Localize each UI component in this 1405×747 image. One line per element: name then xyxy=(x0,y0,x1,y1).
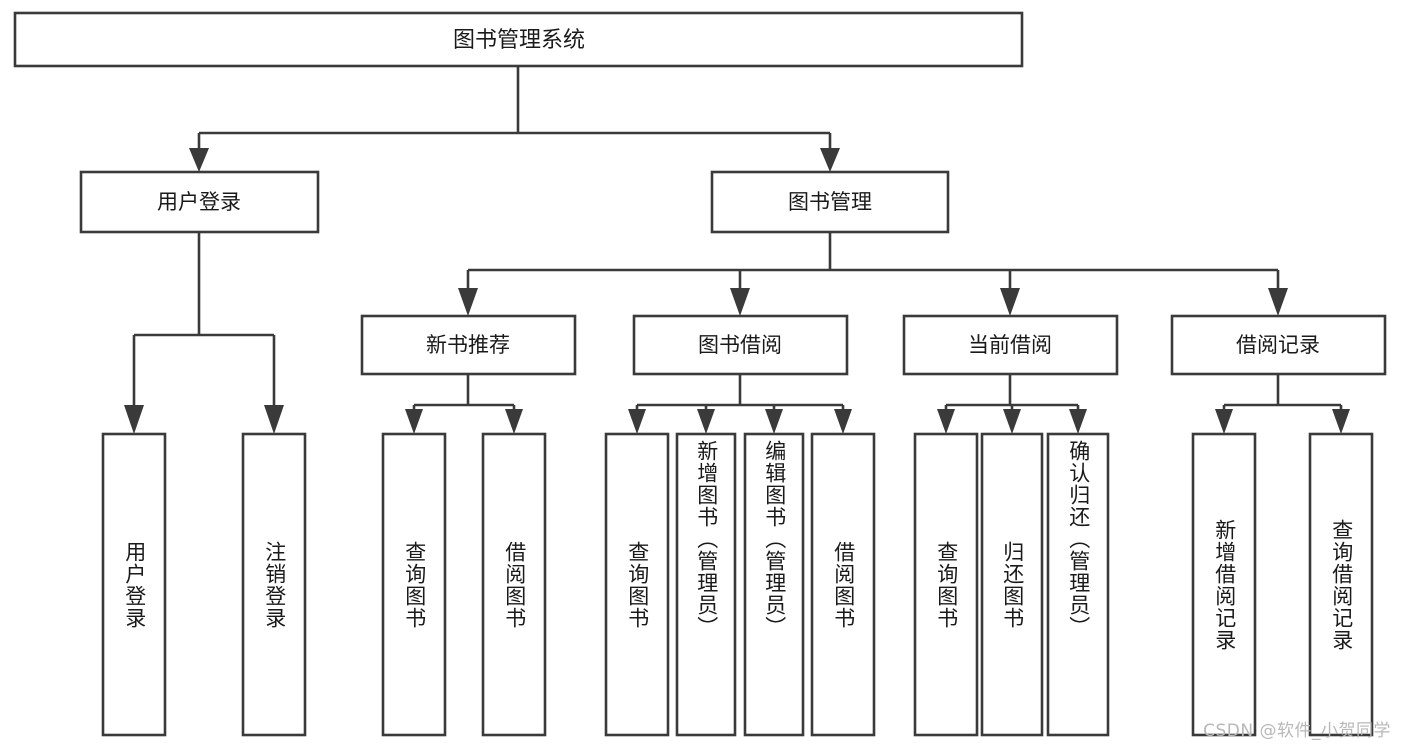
arrow-to-leaf-user-logout xyxy=(264,405,284,434)
node-box-borrow-record[interactable] xyxy=(1170,314,1387,376)
arrow-to-user-login xyxy=(189,148,209,172)
node-box-root[interactable] xyxy=(13,11,1024,68)
leaf-box-confirm-return[interactable] xyxy=(1046,432,1110,737)
node-current-borrow[interactable]: 当前借阅 xyxy=(902,314,1119,376)
node-box-user-login[interactable] xyxy=(79,170,320,234)
leaf-box-query-book-1[interactable] xyxy=(381,432,447,737)
node-label-book-manage: 图书管理 xyxy=(788,190,872,214)
arrow-to-leaf-query-book-1 xyxy=(405,409,423,434)
node-label-new-book-recommend: 新书推荐 xyxy=(426,333,510,357)
arrow-to-book-borrow xyxy=(730,288,750,316)
arrow-to-leaf-user-login xyxy=(124,405,144,434)
arrow-to-leaf-query-record xyxy=(1332,409,1350,434)
arrowheads-group xyxy=(124,148,1350,434)
arrow-to-borrow-record xyxy=(1268,288,1288,316)
arrow-to-leaf-add-book xyxy=(697,409,715,434)
leaf-box-borrow-book-1[interactable] xyxy=(481,432,547,737)
node-borrow-record[interactable]: 借阅记录 xyxy=(1170,314,1387,376)
arrow-to-book-manage xyxy=(820,148,840,172)
node-box-book-manage[interactable] xyxy=(710,170,950,234)
leaf-box-user-login[interactable] xyxy=(101,432,167,737)
arrow-to-leaf-edit-book xyxy=(765,409,783,434)
node-label-root: 图书管理系统 xyxy=(453,28,585,53)
arrow-to-leaf-return-book xyxy=(1003,409,1021,434)
leaf-box-borrow-book-2[interactable] xyxy=(810,432,876,737)
node-box-current-borrow[interactable] xyxy=(902,314,1119,376)
node-user-login[interactable]: 用户登录 xyxy=(79,170,320,234)
node-book-borrow[interactable]: 图书借阅 xyxy=(632,314,849,376)
leaf-box-query-book-2[interactable] xyxy=(604,432,670,737)
node-label-book-borrow: 图书借阅 xyxy=(698,333,782,357)
leaf-box-add-book[interactable] xyxy=(675,432,737,737)
leaf-box-add-record[interactable] xyxy=(1191,432,1257,737)
leaf-box-user-logout[interactable] xyxy=(241,432,307,737)
arrow-to-leaf-confirm-return xyxy=(1069,409,1087,434)
leaf-box-edit-book[interactable] xyxy=(743,432,805,737)
leaf-box-return-book[interactable] xyxy=(980,432,1044,737)
node-book-manage[interactable]: 图书管理 xyxy=(710,170,950,234)
arrow-to-leaf-query-book-2 xyxy=(628,409,646,434)
arrow-to-leaf-add-record xyxy=(1215,409,1233,434)
node-new-book-recommend[interactable]: 新书推荐 xyxy=(360,314,577,376)
node-label-current-borrow: 当前借阅 xyxy=(968,333,1052,357)
root-node[interactable]: 图书管理系统 xyxy=(13,11,1024,68)
csdn-watermark: CSDN @软件_小贺同学 xyxy=(1203,721,1391,741)
leaf-boxes-group xyxy=(101,432,1374,737)
node-box-new-book-recommend[interactable] xyxy=(360,314,577,376)
node-box-book-borrow[interactable] xyxy=(632,314,849,376)
arrow-to-current-borrow xyxy=(1000,288,1020,316)
arrow-to-new-book-recommend xyxy=(458,288,478,316)
leaf-box-query-record[interactable] xyxy=(1308,432,1374,737)
arrow-to-leaf-borrow-book-1 xyxy=(505,409,523,434)
arrow-to-leaf-borrow-book-2 xyxy=(834,409,852,434)
node-label-borrow-record: 借阅记录 xyxy=(1236,333,1320,357)
leaf-box-query-book-3[interactable] xyxy=(913,432,979,737)
arrow-to-leaf-query-book-3 xyxy=(937,409,955,434)
node-label-user-login: 用户登录 xyxy=(157,190,241,214)
